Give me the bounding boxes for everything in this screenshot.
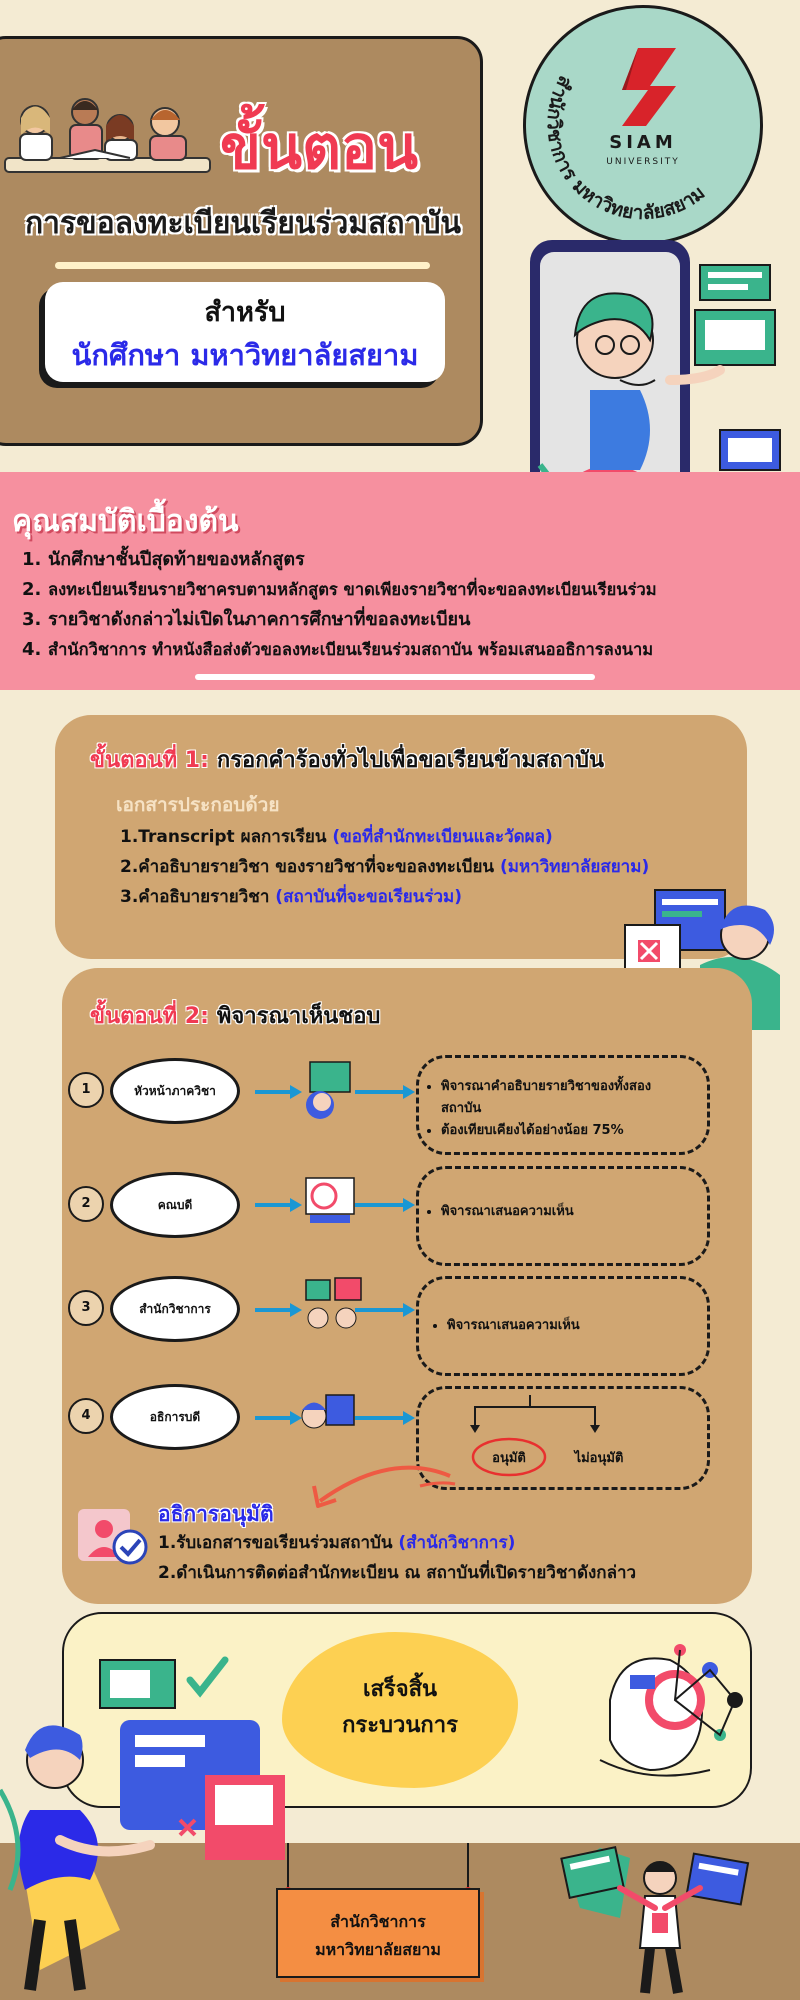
step1-label: ขั้นตอนที่ 1: bbox=[90, 748, 209, 773]
list-item: 2.ลงทะเบียนเรียนรายวิชาครบตามหลักสูตร ขา… bbox=[22, 579, 657, 600]
qualifications-title: คุณสมบัติเบื้องต้น bbox=[12, 504, 239, 539]
approver-cloud: หัวหน้าภาควิชา bbox=[110, 1058, 240, 1124]
reject-option: ไม่อนุมัติ bbox=[574, 1451, 624, 1466]
step1-card bbox=[55, 715, 747, 959]
list-item: 1.Transcript ผลการเรียน (ขอที่สำนักทะเบี… bbox=[120, 827, 553, 847]
step1-heading: ขั้นตอนที่ 1: กรอกคำร้องทั่วไปเพื่อขอเรีย… bbox=[90, 742, 604, 777]
list-item: 1.รับเอกสารขอเรียนร่วมสถาบัน (สำนักวิชาก… bbox=[158, 1533, 516, 1553]
return-arrow-icon bbox=[312, 1465, 456, 1508]
logo-brand-top: SIAM bbox=[609, 132, 677, 153]
man-ideas-illustration bbox=[599, 1644, 743, 1777]
footer-sign: สำนักวิชาการ มหาวิทยาลัยสยาม bbox=[276, 1888, 480, 1978]
result-item: พิจารณาเสนอความเห็น bbox=[447, 1315, 691, 1337]
finish-blob bbox=[282, 1632, 518, 1788]
siam-logo: SIAM UNIVERSITY สำนักวิชาการ มหาวิทยาลัย… bbox=[523, 5, 763, 245]
finish-line1: เสร็จสิ้น bbox=[362, 1677, 438, 1702]
step2-label: ขั้นตอนที่ 2: bbox=[90, 1004, 209, 1029]
result-item: พิจารณาเสนอความเห็น bbox=[441, 1201, 691, 1223]
list-item: 3.รายวิชาดังกล่าวไม่เปิดในภาคการศึกษาที่… bbox=[22, 609, 471, 630]
approver-cloud: อธิการบดี bbox=[110, 1384, 240, 1450]
decision-tree bbox=[470, 1395, 600, 1477]
step-number: 1 bbox=[68, 1072, 104, 1108]
docs-list: 1.Transcript ผลการเรียน (ขอที่สำนักทะเบี… bbox=[120, 822, 649, 912]
logo-brand-bottom: UNIVERSITY bbox=[606, 157, 679, 167]
list-item: 4.สำนักวิชาการ ทำหนังสือส่งตัวขอลงทะเบีย… bbox=[22, 639, 654, 660]
flow-arrows bbox=[255, 1061, 415, 1429]
finish-line2: กระบวนการ bbox=[342, 1713, 458, 1738]
man-thinking-illustration bbox=[0, 1656, 285, 1991]
decision-box: อนุมัติ ไม่อนุมัติ bbox=[416, 1386, 710, 1490]
docs-title: เอกสารประกอบด้วย bbox=[116, 794, 280, 816]
step-number: 4 bbox=[68, 1398, 104, 1434]
divider bbox=[55, 262, 430, 269]
result-item: พิจารณาคำอธิบายรายวิชาของทั้งสองสถาบัน bbox=[441, 1076, 691, 1120]
man-books-illustration bbox=[560, 1846, 750, 1994]
step1-title: กรอกคำร้องทั่วไปเพื่อขอเรียนข้ามสถาบัน bbox=[216, 748, 605, 773]
list-item: 2.ดำเนินการติดต่อสำนักทะเบียน ณ สถาบันที… bbox=[158, 1563, 637, 1583]
audience-value: นักศึกษา มหาวิทยาลัยสยาม bbox=[71, 338, 419, 372]
approve-option: อนุมัติ bbox=[492, 1451, 526, 1466]
list-item: 2.คำอธิบายรายวิชา ของรายวิชาที่จะขอลงทะเ… bbox=[120, 857, 650, 877]
approver-cloud: สำนักวิชาการ bbox=[110, 1276, 240, 1342]
approver-cloud: คณบดี bbox=[110, 1172, 240, 1238]
approve-list: 1.รับเอกสารขอเรียนร่วมสถาบัน (สำนักวิชาก… bbox=[158, 1528, 636, 1588]
step2-heading: ขั้นตอนที่ 2: พิจารณาเห็นชอบ bbox=[90, 998, 380, 1033]
divider bbox=[195, 674, 595, 680]
page-subtitle: การขอลงทะเบียนเรียนร่วมสถาบัน bbox=[24, 206, 461, 241]
students-illustration bbox=[4, 98, 211, 173]
approved-user-icon bbox=[78, 1509, 148, 1565]
result-item: ต้องเทียบเคียงได้อย่างน้อย 75% bbox=[441, 1120, 691, 1142]
result-box: พิจารณาคำอธิบายรายวิชาของทั้งสองสถาบัน ต… bbox=[416, 1055, 710, 1155]
qualifications-band bbox=[0, 472, 800, 690]
logo-emblem-icon: SIAM UNIVERSITY สำนักวิชาการ มหาวิทยาลัย… bbox=[543, 48, 709, 224]
audience-label: สำหรับ bbox=[204, 297, 286, 328]
page-title: ขั้นตอน bbox=[219, 112, 419, 184]
step-number: 2 bbox=[68, 1186, 104, 1222]
footer-line2: มหาวิทยาลัยสยาม bbox=[315, 1940, 441, 1959]
result-box: พิจารณาเสนอความเห็น bbox=[416, 1276, 710, 1376]
result-box: พิจารณาเสนอความเห็น bbox=[416, 1166, 710, 1266]
step-number: 3 bbox=[68, 1290, 104, 1326]
qualifications-list: 1.นักศึกษาชั้นปีสุดท้ายของหลักสูตร 2.ลงท… bbox=[22, 545, 800, 665]
step2-title: พิจารณาเห็นชอบ bbox=[216, 1004, 381, 1029]
approve-title: อธิการอนุมัติ bbox=[158, 1502, 274, 1526]
list-item: 1.นักศึกษาชั้นปีสุดท้ายของหลักสูตร bbox=[22, 549, 305, 570]
list-item: 3.คำอธิบายรายวิชา (สถาบันที่จะขอเรียนร่ว… bbox=[120, 887, 462, 907]
footer-line1: สำนักวิชาการ bbox=[330, 1912, 426, 1931]
audience-box: สำหรับ นักศึกษา มหาวิทยาลัยสยาม bbox=[45, 282, 445, 382]
finish-message: เสร็จสิ้น กระบวนการ bbox=[282, 1672, 518, 1744]
